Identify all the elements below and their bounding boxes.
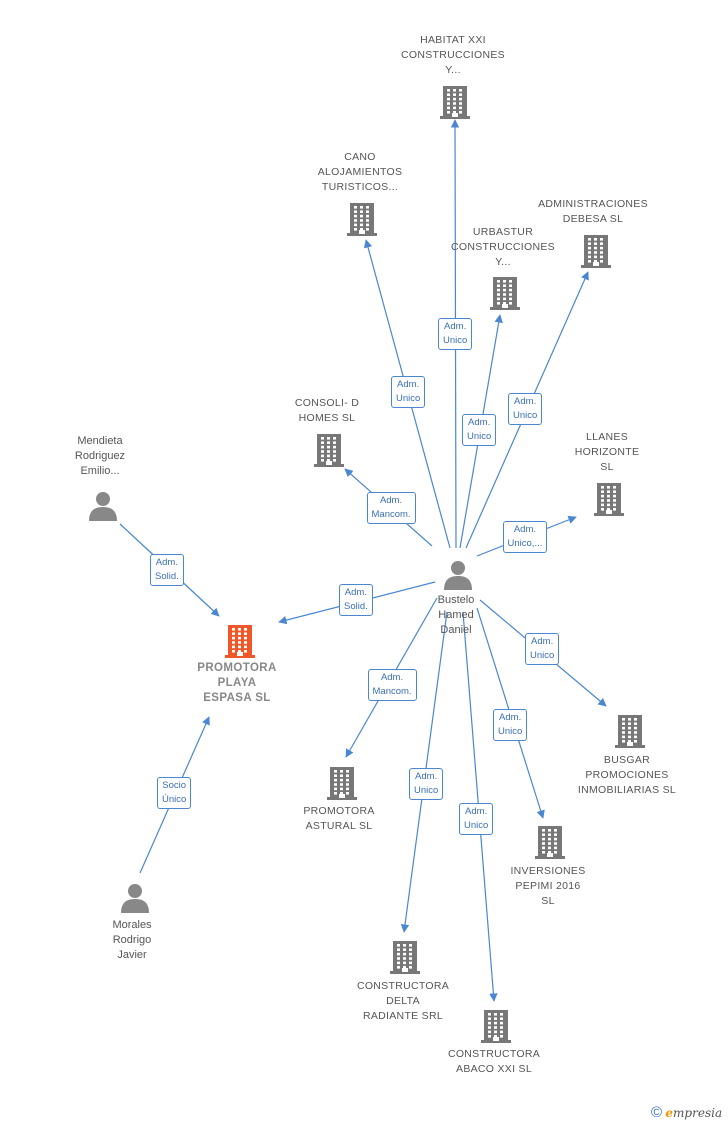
- person-icon[interactable]: [443, 560, 473, 595]
- building-icon[interactable]: [390, 940, 420, 979]
- edge-role-badge[interactable]: Adm. Unico: [493, 709, 528, 741]
- edge-role-badge[interactable]: Adm. Unico: [459, 803, 494, 835]
- company-label[interactable]: HABITAT XXI CONSTRUCCIONES Y...: [401, 34, 505, 76]
- brand-name: empresia: [665, 1106, 723, 1120]
- edge-role-badge[interactable]: Adm. Solid.: [150, 554, 184, 586]
- edge-role-badge[interactable]: Adm. Unico,...: [502, 521, 548, 553]
- edge-role-badge[interactable]: Adm. Unico: [508, 393, 543, 425]
- building-icon[interactable]: [314, 433, 344, 472]
- edge-role-badge[interactable]: Adm. Unico: [438, 318, 473, 350]
- building-icon[interactable]: [347, 202, 377, 241]
- company-label[interactable]: PROMOTORA ASTURAL SL: [303, 805, 375, 832]
- person-label[interactable]: Morales Rodrigo Javier: [112, 919, 152, 961]
- edge-role-badge[interactable]: Adm. Mancom.: [367, 669, 417, 701]
- company-label[interactable]: CONSOLI- D HOMES SL: [294, 397, 360, 424]
- person-icon[interactable]: [88, 491, 118, 526]
- footer-brand: © empresia: [651, 1104, 722, 1121]
- person-icon[interactable]: [120, 883, 150, 918]
- edge-role-badge[interactable]: Adm. Unico: [409, 768, 444, 800]
- building-icon[interactable]: [481, 1009, 511, 1048]
- building-icon[interactable]: [440, 85, 470, 124]
- edge-role-badge[interactable]: Adm. Mancom.: [366, 492, 416, 524]
- edge-role-badge[interactable]: Adm. Unico: [525, 633, 560, 665]
- company-label[interactable]: LLANES HORIZONTE SL: [574, 431, 640, 473]
- person-label[interactable]: Mendieta Rodriguez Emilio...: [74, 435, 126, 477]
- building-icon[interactable]: [225, 624, 255, 663]
- edge-role-badge[interactable]: Adm. Unico: [391, 376, 426, 408]
- building-icon[interactable]: [615, 714, 645, 753]
- edge-role-badge[interactable]: Adm. Unico: [462, 414, 497, 446]
- edge-role-badge[interactable]: Socio Único: [157, 777, 192, 809]
- company-label[interactable]: CANO ALOJAMIENTOS TURISTICOS...: [317, 151, 403, 193]
- person-label[interactable]: Bustelo Hamed Daniel: [437, 594, 475, 636]
- building-icon[interactable]: [594, 482, 624, 521]
- building-icon[interactable]: [490, 276, 520, 315]
- company-label[interactable]: INVERSIONES PEPIMI 2016 SL: [510, 865, 586, 907]
- copyright-symbol: ©: [651, 1104, 663, 1121]
- company-label[interactable]: PROMOTORA PLAYA ESPASA SL: [197, 662, 277, 704]
- company-label[interactable]: BUSGAR PROMOCIONES INMOBILIARIAS SL: [577, 754, 677, 796]
- building-icon[interactable]: [581, 234, 611, 273]
- company-label[interactable]: CONSTRUCTORA DELTA RADIANTE SRL: [356, 980, 450, 1022]
- building-icon[interactable]: [535, 825, 565, 864]
- edge-role-badge[interactable]: Adm. Solid.: [339, 584, 373, 616]
- building-icon[interactable]: [327, 766, 357, 805]
- company-label[interactable]: URBASTUR CONSTRUCCIONES Y...: [451, 226, 555, 268]
- company-label[interactable]: CONSTRUCTORA ABACO XXI SL: [447, 1048, 541, 1075]
- company-label[interactable]: ADMINISTRACIONES DEBESA SL: [538, 198, 648, 225]
